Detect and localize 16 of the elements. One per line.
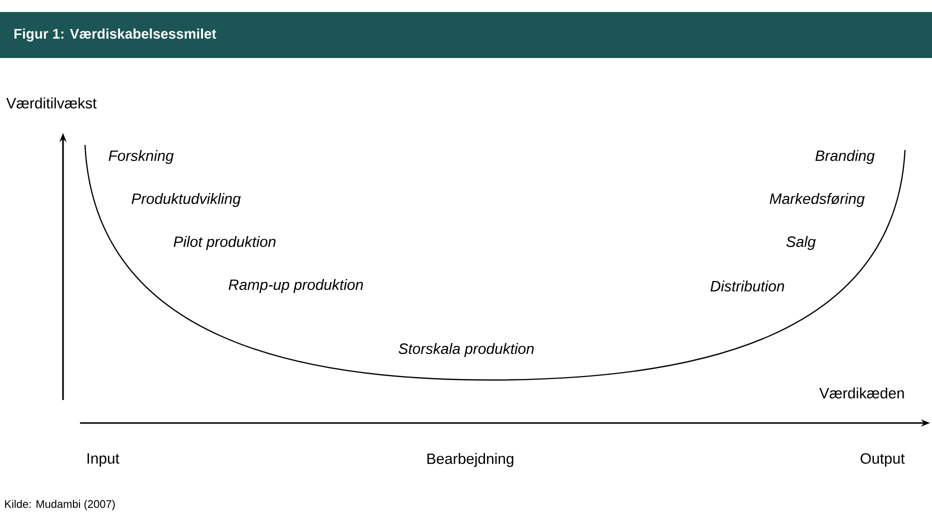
title-banner: Figur 1: Værdiskabelsessmilet <box>0 12 932 58</box>
stage-label: Markedsføring <box>770 193 865 207</box>
axis-label: Bearbejdning <box>427 453 514 467</box>
axis-label: Værditilvækst <box>6 98 97 108</box>
stage-label: Salg <box>786 236 816 250</box>
stage-label: Ramp-up produktion <box>228 279 363 293</box>
stage-label: Branding <box>815 150 875 164</box>
axis-label: Input <box>88 453 120 467</box>
stage-label: Distribution <box>710 280 784 292</box>
axis-label: Værdikæden <box>819 388 904 398</box>
axis-label: Output <box>860 453 905 467</box>
stage-label: Pilot produktion <box>174 236 276 250</box>
source-caption: Kilde: Mudambi (2007) <box>5 500 115 510</box>
stage-label: Forskning <box>108 150 174 164</box>
stage-label: Storskala produktion <box>398 343 534 357</box>
stage-label: Produktudvikling <box>132 193 241 207</box>
